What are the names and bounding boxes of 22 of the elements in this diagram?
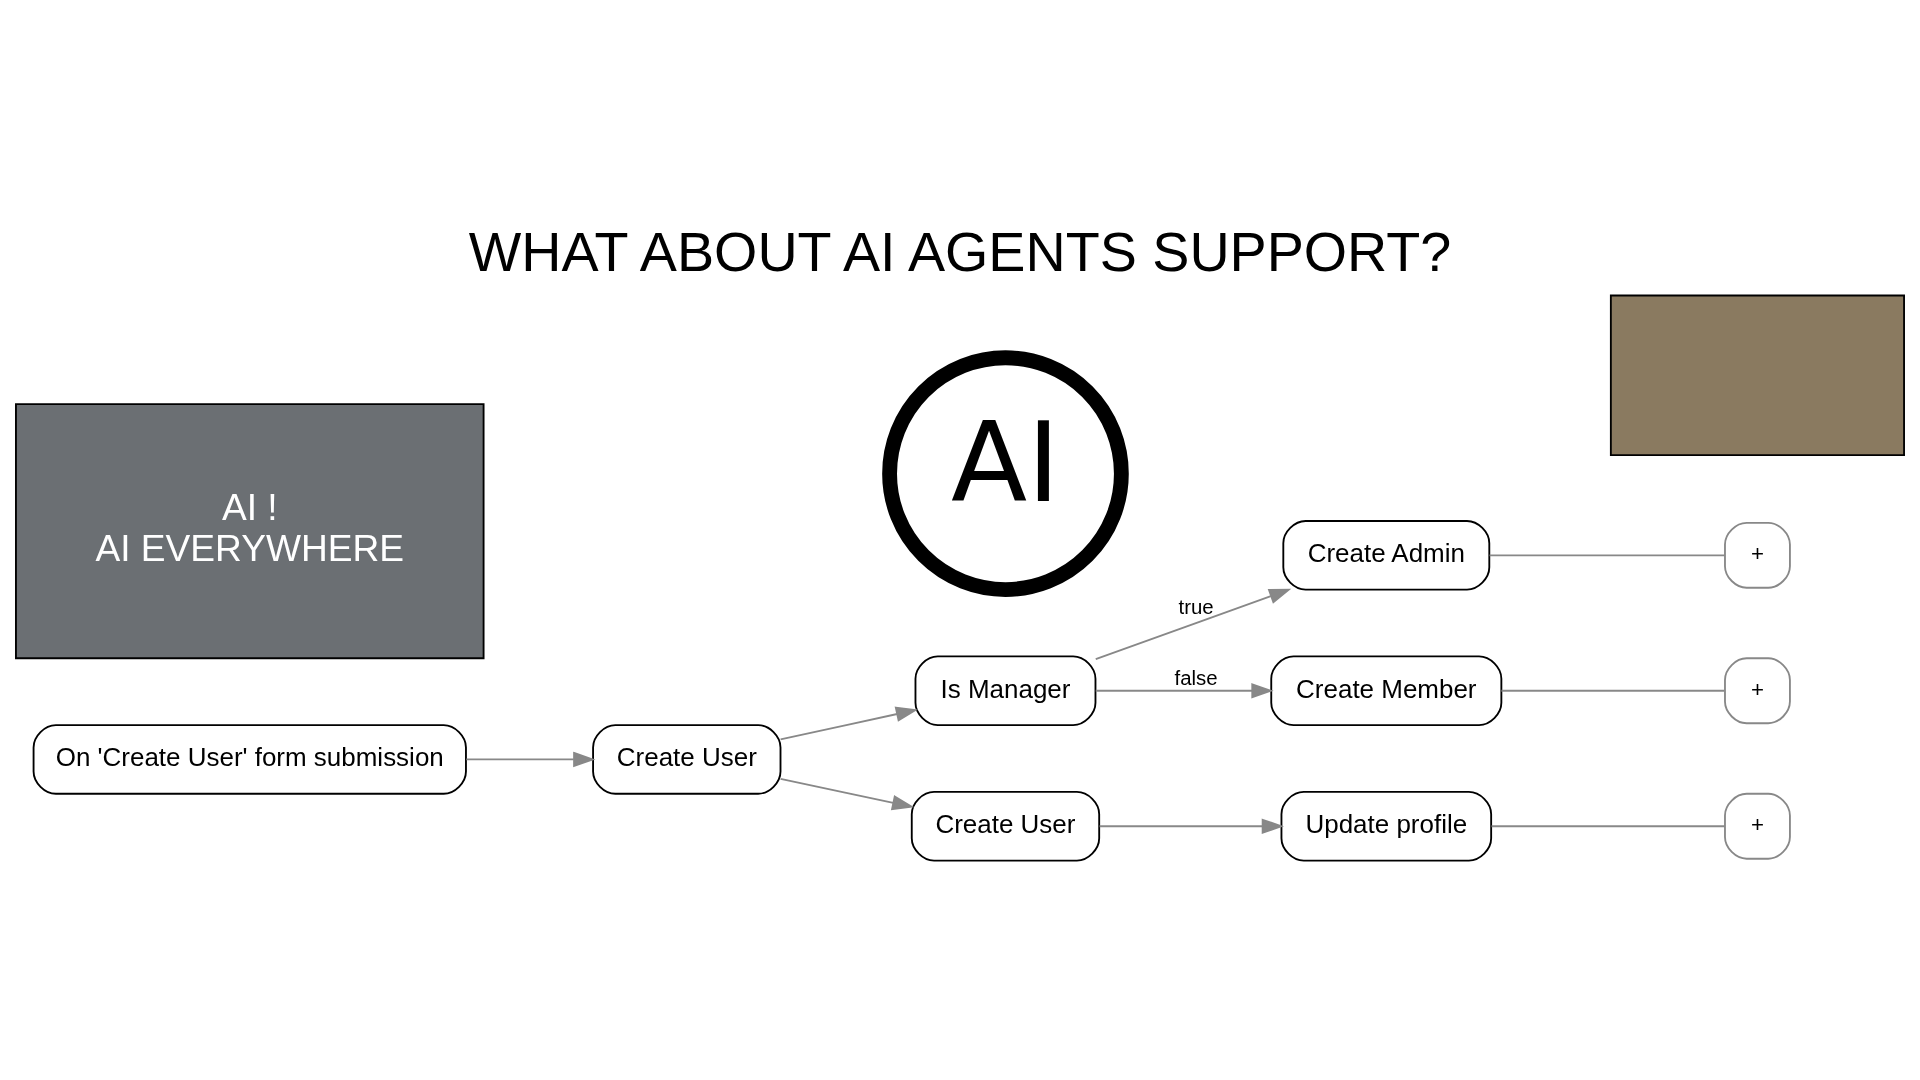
connector: [1490, 825, 1726, 828]
node-box: Create Admin: [1282, 520, 1491, 591]
node-box: On 'Create User' form submission: [32, 724, 467, 795]
connector: [1500, 689, 1726, 692]
arrow: [465, 751, 596, 768]
diagram-title: WHAT ABOUT AI AGENTS SUPPORT?: [468, 221, 1452, 284]
arrow: [779, 778, 915, 811]
node-circle: AI: [882, 350, 1129, 597]
node-box: Update profile: [1280, 791, 1493, 862]
arrow: [779, 706, 919, 741]
node-box: [1609, 294, 1905, 457]
node-box: Is Manager: [914, 655, 1097, 727]
connector: [1488, 554, 1726, 557]
arrow: [1094, 682, 1274, 699]
node-box: AI ! AI EVERYWHERE: [15, 403, 485, 660]
node-box: Create User: [910, 791, 1101, 862]
node-box: Create Member: [1270, 655, 1503, 727]
edge-label: false: [1174, 666, 1218, 689]
edge-label: true: [1178, 596, 1214, 619]
node-box: Create User: [592, 724, 782, 795]
arrow: [1094, 588, 1292, 660]
arrow: [1098, 818, 1284, 835]
